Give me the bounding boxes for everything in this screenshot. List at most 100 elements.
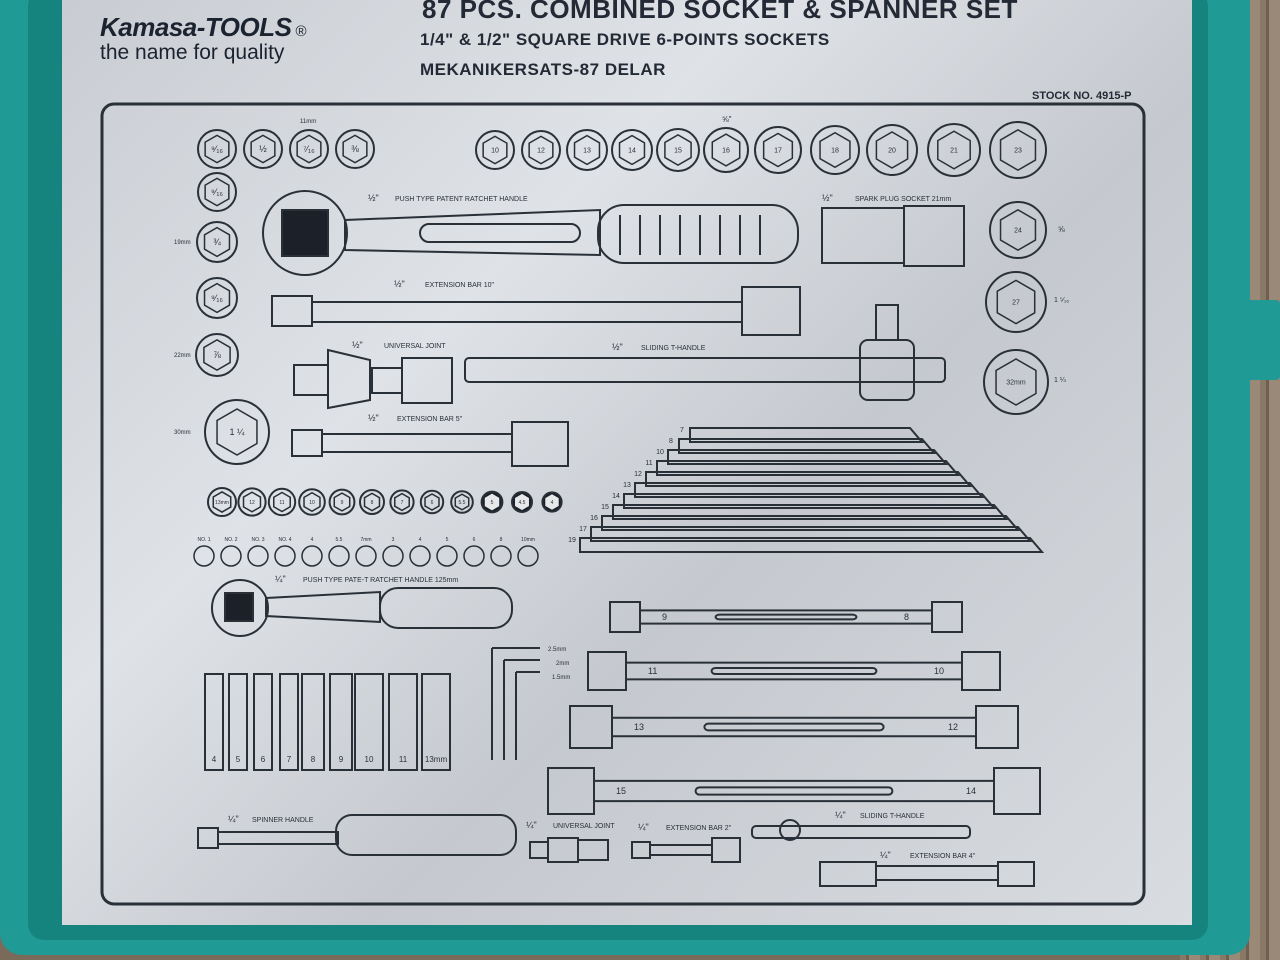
deep-socket-label: 5 <box>236 755 241 764</box>
set-subtitle: 1/4" & 1/2" SQUARE DRIVE 6-POINTS SOCKET… <box>420 30 830 49</box>
ratchet-label: PUSH TYPE PATENT RATCHET HANDLE <box>395 196 528 203</box>
deep-socket-label: 7 <box>287 755 292 764</box>
socket-left-col: ⅞ <box>195 333 239 377</box>
combination-wrench: 17 <box>579 526 1033 542</box>
socket-left-col-label: ⁹⁄₁₆ <box>211 187 223 197</box>
combination-wrench: 16 <box>590 515 1021 531</box>
small-socket: 13mm <box>207 487 237 517</box>
socket-top-left-label: ⁷⁄₁₆ <box>303 144 315 154</box>
label-quarter-drive-4: ¼" <box>638 822 649 832</box>
socket-metric-label: 20 <box>888 147 896 154</box>
socket-metric: 10 <box>475 130 515 170</box>
socket-top-left: ⁷⁄₁₆ <box>289 129 329 169</box>
small-socket: 12 <box>237 487 267 517</box>
combination-wrench: 10 <box>656 449 949 465</box>
ring-spanner-size: 13 <box>634 722 644 732</box>
bit-label: 5 <box>446 537 449 543</box>
wrench-size-label: 14 <box>612 493 620 500</box>
screwdriver-bit: NO. 4 <box>274 537 296 567</box>
label-half-drive-2: ½" <box>822 193 833 203</box>
socket-left-col: ⁹⁄₁₆ <box>196 277 238 319</box>
socket-metric-label: 23 <box>1014 147 1022 154</box>
socket-right-col-label: 24 <box>1014 227 1022 234</box>
label-quarter-drive-1: ¼" <box>275 574 286 584</box>
ratchet-handle-large <box>262 190 799 276</box>
small-socket: 4 <box>541 491 563 513</box>
socket-left-col: ⁹⁄₁₆ <box>197 172 237 212</box>
ring-spanner-size: 9 <box>662 612 667 622</box>
socket-metric: 17 <box>754 126 802 174</box>
socket-top-left-label: ½ <box>259 144 267 154</box>
spark-plug-socket <box>821 205 965 267</box>
socket-metric: 14 <box>611 129 653 171</box>
screwdriver-bit: 3 <box>382 537 404 567</box>
socket-top-left-label: ⁹⁄₁₆ <box>211 144 223 154</box>
bit-label: 3 <box>392 537 395 543</box>
small-socket-label: 10 <box>309 500 315 506</box>
deep-socket-label: 13mm <box>425 755 448 764</box>
bit-label: 6 <box>473 537 476 543</box>
tray-outline <box>100 102 1146 906</box>
screwdriver-bit: 4 <box>409 537 431 567</box>
ring-spanner-size: 14 <box>966 786 976 796</box>
socket-right-col: 32mm <box>983 349 1049 415</box>
label-sheet <box>62 0 1192 925</box>
label-quarter-drive-5: ¼" <box>835 810 846 820</box>
extension-bar-4 <box>819 861 1035 887</box>
socket-metric: 15 <box>656 128 700 172</box>
wrench-size-label: 19 <box>568 537 576 544</box>
bit-label: 4 <box>311 537 314 543</box>
set-title: 87 PCS. COMBINED SOCKET & SPANNER SET <box>422 0 1018 24</box>
wrench-size-label: 15 <box>601 504 609 511</box>
sliding-label: SLIDING T-HANDLE <box>641 345 706 352</box>
combination-wrench: 12 <box>634 471 973 487</box>
small-socket: 8 <box>359 489 385 515</box>
universal-joint-large <box>293 348 453 410</box>
hex-key-1: 2.5mm <box>548 647 566 653</box>
combination-wrench: 13 <box>623 482 985 498</box>
ring-spanner-size: 15 <box>616 786 626 796</box>
wrench-size-label: 11 <box>645 460 652 467</box>
universal-joint-small <box>529 837 609 863</box>
ext2-label: EXTENSION BAR 2" <box>666 825 732 832</box>
extension-bar-5 <box>291 421 569 467</box>
small-socket: 6 <box>419 489 445 515</box>
label-quarter-drive-2: ¼" <box>228 814 239 824</box>
small-socket: 9 <box>328 488 356 516</box>
deep-socket-label: 9 <box>339 755 344 764</box>
hex-key-2: 2mm <box>556 661 569 667</box>
socket-metric: 13 <box>566 129 608 171</box>
combination-wrench: 7 <box>680 427 925 443</box>
bit-label: NO. 3 <box>251 537 264 543</box>
bit-label: 10mm <box>521 537 535 543</box>
socket-metric-label: 12 <box>537 147 545 154</box>
socket-top-left: ⁹⁄₁₆ <box>197 129 237 169</box>
small-socket-label: 11 <box>279 500 284 506</box>
deep-socket: 9 <box>329 673 353 771</box>
set-swedish-title: MEKANIKERSATS-87 DELAR <box>420 60 666 79</box>
combination-wrench: 11 <box>645 460 961 476</box>
deep-socket-label: 10 <box>365 755 374 764</box>
ring-spanner-size: 8 <box>904 612 909 622</box>
deep-socket-label: 11 <box>399 755 408 764</box>
spinner-handle <box>197 814 517 856</box>
socket-metric-label: 13 <box>583 147 591 154</box>
deep-socket: 5 <box>228 673 248 771</box>
combination-wrench: 14 <box>612 493 997 509</box>
label-quarter-drive-3: ¼" <box>526 820 537 830</box>
extension-bar-2 <box>631 837 741 863</box>
screwdriver-bit: NO. 1 <box>193 537 215 567</box>
wrench-size-label: 12 <box>634 471 642 478</box>
mark-five-eighths: ⅝" <box>722 115 732 124</box>
mark-11mm: 11mm <box>300 119 316 125</box>
small-socket: 11 <box>267 487 297 517</box>
screwdriver-bit: 5.5 <box>328 537 350 567</box>
mark-22mm: 22mm <box>174 353 191 359</box>
mark-right-1: ⅝ <box>1058 225 1065 234</box>
small-socket: 10 <box>298 488 326 516</box>
socket-right-col: 27 <box>985 271 1047 333</box>
stock-number: STOCK NO. 4915-P <box>1032 90 1132 102</box>
small-socket-label: 6 <box>431 500 434 506</box>
